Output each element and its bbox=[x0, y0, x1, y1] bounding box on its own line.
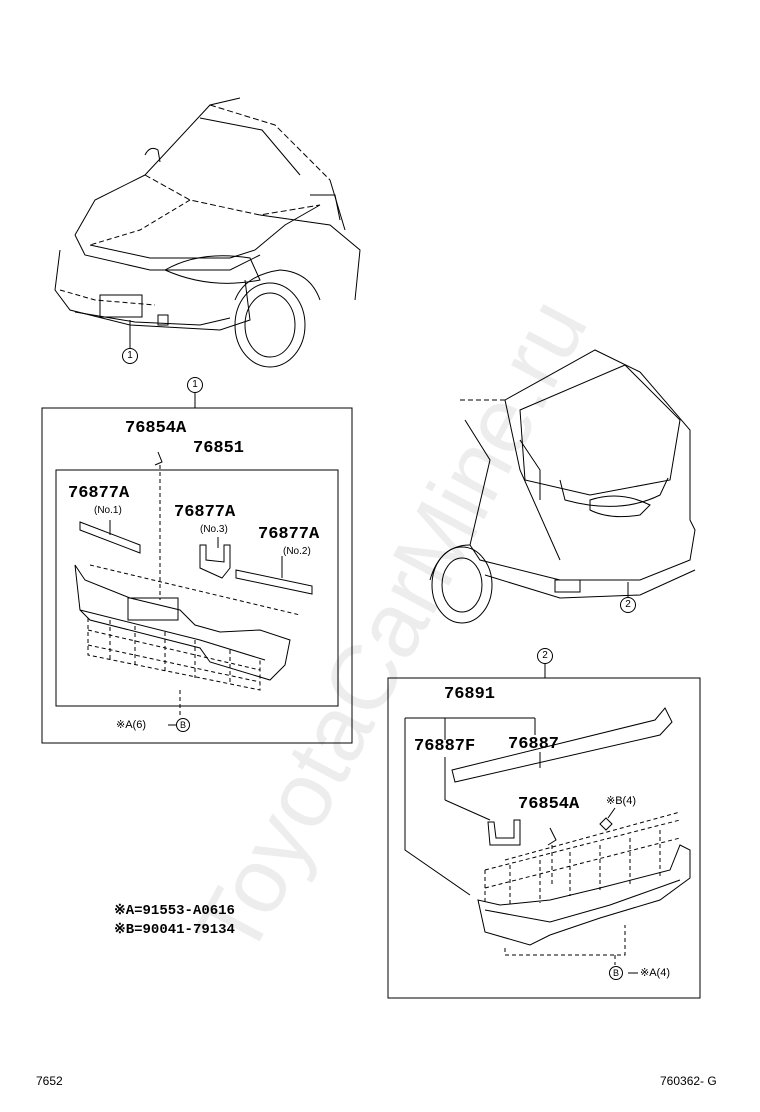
part-number-molding-no2: 76877A bbox=[258, 525, 320, 544]
part-number-front-clip: 76854A bbox=[125, 419, 187, 438]
part-number-rear-molding-small: 76887F bbox=[414, 737, 476, 756]
front-parts-box bbox=[41, 407, 353, 744]
part-number-rear-clip: 76854A bbox=[518, 795, 580, 814]
callout-rear-box: 2 bbox=[537, 648, 553, 664]
molding-no3-note: (No.3) bbox=[200, 524, 228, 535]
part-number-rear-bumper: 76891 bbox=[444, 685, 496, 704]
callout-front-box: 1 bbox=[187, 377, 203, 393]
rear-fastener-b-label: ※B(4) bbox=[606, 795, 636, 807]
rear-parts-box bbox=[387, 677, 701, 999]
legend-fastener-b: ※B=90041-79134 bbox=[114, 922, 235, 938]
rear-fastener-b-marker: B bbox=[609, 966, 623, 980]
front-fastener-label: ※A(6) bbox=[116, 719, 146, 731]
front-fastener-b-marker: B bbox=[176, 718, 190, 732]
part-number-molding-no1: 76877A bbox=[68, 484, 130, 503]
part-number-front-bumper: 76851 bbox=[193, 439, 245, 458]
molding-no1-note: (No.1) bbox=[94, 505, 122, 516]
molding-no2-note: (No.2) bbox=[283, 546, 311, 557]
front-car-illustration bbox=[54, 97, 361, 408]
legend-fastener-a: ※A=91553-A0616 bbox=[114, 903, 235, 919]
part-number-molding-no3: 76877A bbox=[174, 503, 236, 522]
rear-fastener-a-label: ※A(4) bbox=[640, 967, 670, 979]
callout-rear-car: 2 bbox=[620, 597, 636, 613]
rear-car-illustration bbox=[429, 349, 696, 678]
footer-page-code: 7652 bbox=[36, 1074, 63, 1088]
footer-diagram-id: 760362- G bbox=[660, 1074, 717, 1088]
callout-front-car: 1 bbox=[122, 348, 138, 364]
part-number-rear-molding-long: 76887 bbox=[508, 735, 560, 754]
